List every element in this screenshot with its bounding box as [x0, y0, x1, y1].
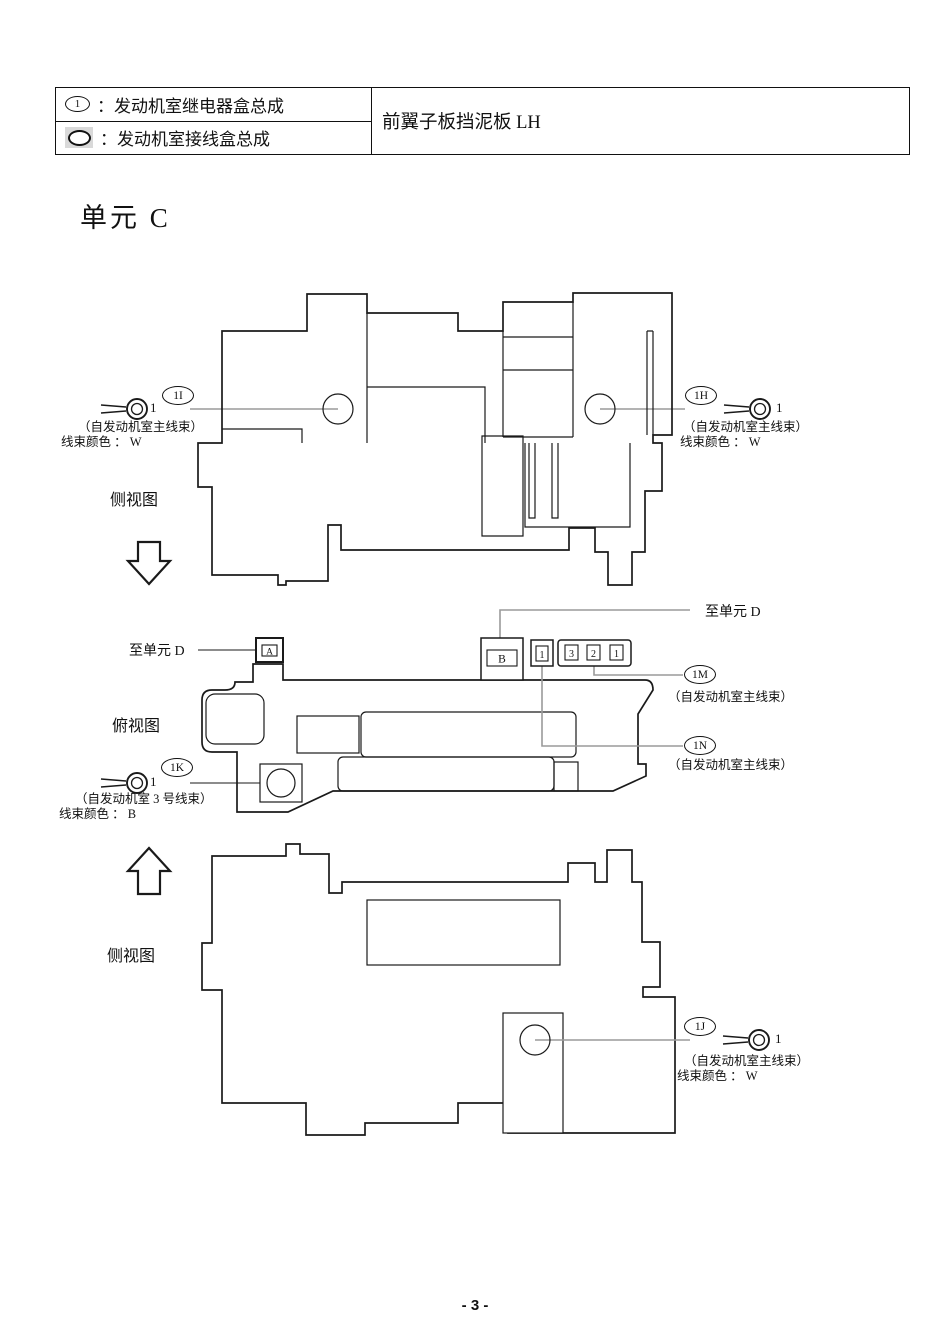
arrow-down-icon	[125, 540, 173, 586]
view-label-side-top: 侧视图	[110, 492, 159, 509]
connector-label-1N: 1N	[684, 736, 716, 755]
page-title: 单元 C	[80, 203, 171, 233]
harness-source-note: （自发动机室 3 号线束）	[75, 792, 213, 806]
box-label-B: B	[498, 654, 506, 666]
arrow-up-icon	[125, 846, 173, 896]
harness-source-note: （自发动机室主线束）	[684, 1054, 810, 1068]
page-number: - 3 -	[461, 1297, 489, 1314]
legend-junction-box-label: ：发动机室接线盒总成	[100, 130, 270, 150]
box-label-2: 2	[591, 649, 596, 660]
top-view-outline: A B 1 3 2 1	[190, 609, 690, 813]
legend-symbol-column: 1 ：发动机室继电器盒总成 ：发动机室接线盒总成	[56, 88, 372, 154]
connector-label-1I: 1I	[162, 386, 194, 405]
side-view-top-outline	[190, 292, 685, 586]
box-label-A: A	[266, 648, 273, 658]
legend-row-junction-box: ：发动机室接线盒总成	[56, 122, 371, 155]
to-unit-d-left: 至单元 D	[129, 644, 185, 659]
box-label-3: 3	[569, 649, 574, 660]
harness-color-note: 线束颜色 ： B	[59, 807, 137, 821]
connector-label-1M: 1M	[684, 665, 716, 684]
harness-source-note: （自发动机室主线束）	[78, 420, 204, 434]
terminal-pin-number: 1	[150, 774, 157, 789]
legend-row-relay-box: 1 ：发动机室继电器盒总成	[56, 88, 371, 122]
connector-label-1K: 1K	[161, 758, 193, 777]
junction-box-symbol-icon	[65, 127, 93, 149]
terminal-pin-number: 1	[775, 1031, 782, 1046]
connector-label-1J: 1J	[684, 1017, 716, 1036]
location-title: 前翼子板挡泥板 LH	[382, 113, 541, 133]
legend-table: 1 ：发动机室继电器盒总成 ：发动机室接线盒总成 前翼子板挡泥板 LH	[55, 87, 910, 155]
harness-color-note: 线束颜色 ： W	[680, 435, 761, 449]
connector-label-1H: 1H	[685, 386, 717, 405]
harness-source-note: （自发动机室主线束）	[668, 690, 794, 704]
box-label-1b: 1	[614, 649, 619, 660]
terminal-pin-number: 1	[776, 400, 783, 415]
to-unit-d-right: 至单元 D	[705, 605, 761, 620]
harness-source-note: （自发动机室主线束）	[683, 420, 809, 434]
box-label-1: 1	[540, 650, 545, 661]
view-label-side-bottom: 侧视图	[107, 948, 156, 965]
ring-terminal-icon	[722, 1029, 770, 1051]
ring-terminal-icon	[723, 398, 771, 420]
harness-color-note: 线束颜色 ： W	[677, 1069, 758, 1083]
legend-relay-box-label: ：发动机室继电器盒总成	[97, 96, 284, 116]
harness-color-note: 线束颜色 ： W	[61, 435, 142, 449]
view-label-top: 俯视图	[112, 718, 161, 735]
relay-box-symbol-icon: 1	[65, 96, 90, 113]
terminal-pin-number: 1	[150, 400, 157, 415]
side-view-bottom-outline	[201, 843, 690, 1136]
ring-terminal-icon	[100, 398, 148, 420]
ring-terminal-icon	[100, 772, 148, 794]
harness-source-note: （自发动机室主线束）	[668, 758, 794, 772]
